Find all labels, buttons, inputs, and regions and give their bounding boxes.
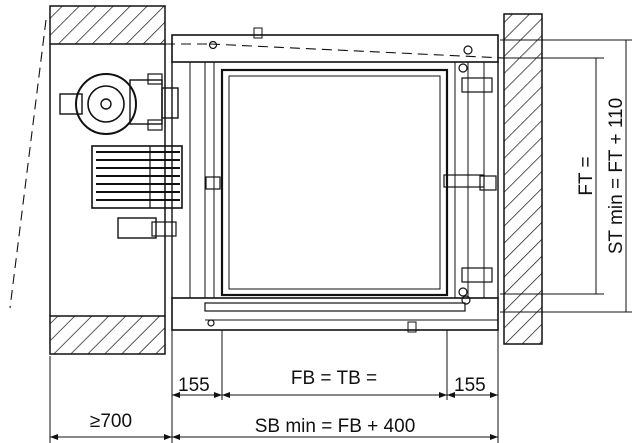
label-left-offset: 155 (178, 375, 210, 396)
label-shaft-depth: ST min = FT + 110 (606, 98, 627, 254)
door-swing-lines (9, 19, 505, 309)
label-right-offset: 155 (454, 375, 486, 396)
motor-unit (59, 73, 179, 135)
left-wall (49, 5, 166, 355)
width-dimensions (49, 330, 499, 443)
elevator-car (171, 27, 499, 333)
label-machine-room-width: ≥700 (90, 411, 132, 432)
depth-dimensions (500, 39, 632, 313)
label-car-door-width: FB = TB = (291, 368, 377, 389)
traction-drum (91, 145, 183, 239)
right-wall (503, 13, 543, 345)
label-shaft-width: SB min = FB + 400 (255, 416, 416, 437)
label-car-depth: FT = (576, 156, 597, 195)
